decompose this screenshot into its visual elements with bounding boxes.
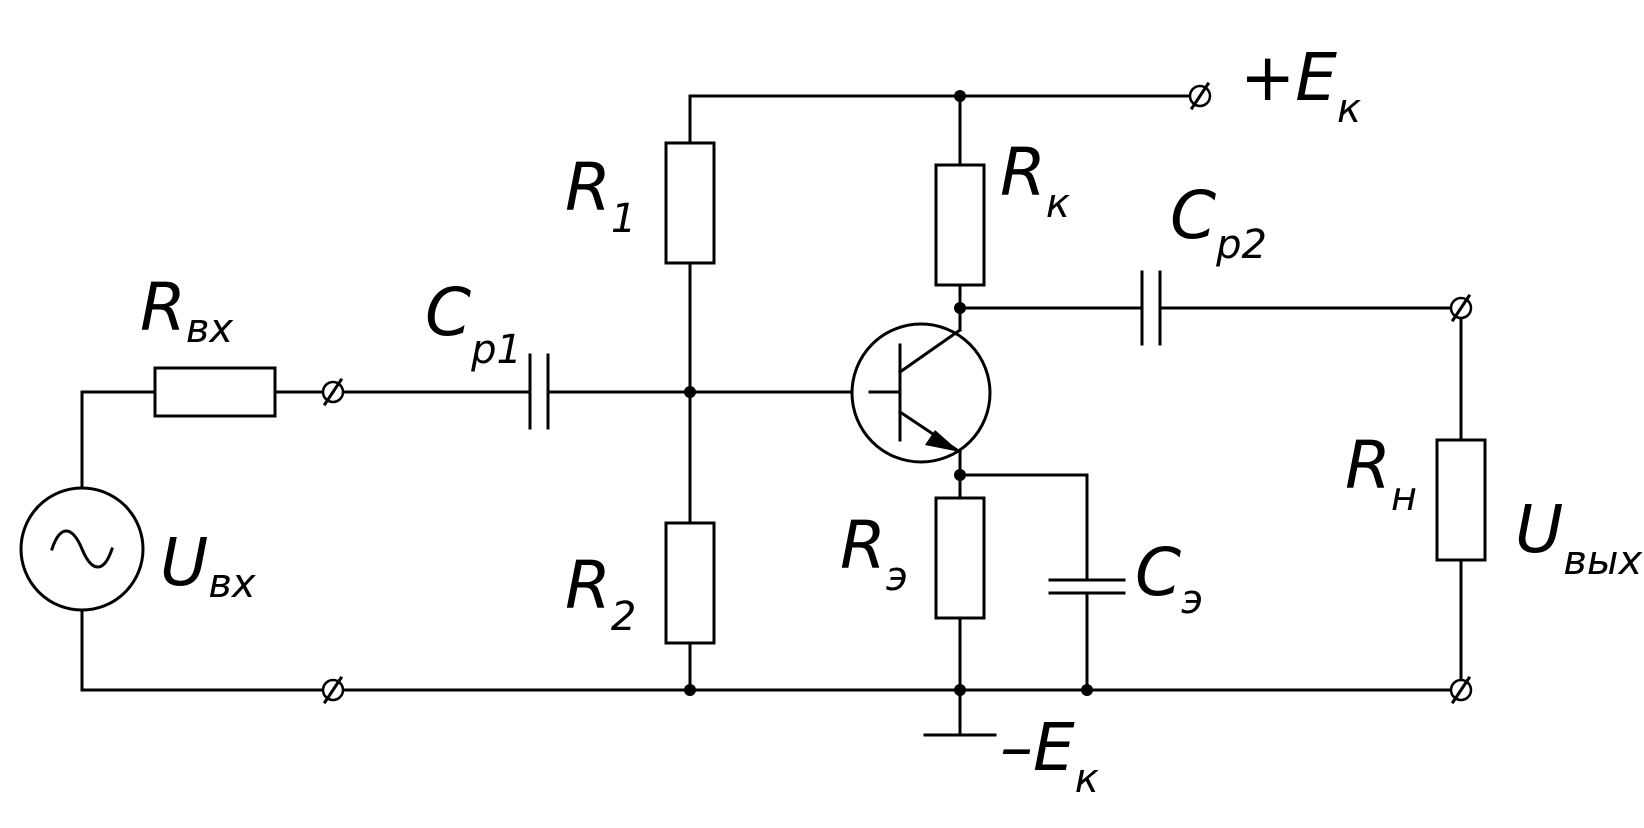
junction-dot (684, 386, 696, 398)
label-r1: R1 (565, 149, 636, 242)
capacitor-cp2 (1140, 270, 1162, 346)
resistor-re (934, 496, 986, 620)
label-u-in: Uвх (160, 524, 256, 607)
resistor-r1 (664, 141, 716, 265)
transistor-circle (850, 322, 992, 464)
label-rn: Rн (1345, 427, 1417, 520)
label-cp1: Cp1 (425, 274, 522, 373)
junctions (684, 90, 1093, 696)
ac-source (19, 486, 145, 612)
junction-dot (954, 302, 966, 314)
junction-dot (684, 684, 696, 696)
resistor-r2 (664, 521, 716, 645)
terminal-output-top (1449, 293, 1473, 323)
labels: Rвх Uвх Cp1 R1 R2 Rк Cp2 Rэ Cэ Rн Uвых (140, 39, 1642, 802)
label-e-plus: +Eк (1240, 39, 1361, 132)
source-top-wire (80, 390, 157, 490)
label-r-in: Rвх (140, 269, 233, 352)
label-e-minus: –Eк (1000, 709, 1099, 802)
label-r2: R2 (565, 547, 636, 640)
capacitor-ce (1048, 578, 1126, 595)
emitter-arrow-icon (925, 430, 960, 452)
transistor-collector-lead (897, 327, 963, 375)
terminal-supply (1188, 81, 1212, 111)
sine-wave-icon (50, 529, 114, 569)
label-u-out: Uвых (1515, 491, 1642, 584)
terminal-output-bottom (1449, 675, 1473, 705)
resistor-rk (934, 163, 986, 287)
transistor-npn (850, 322, 992, 464)
resistor-r-in (153, 366, 277, 418)
emitter-to-ce-wire (958, 473, 1089, 582)
label-cp2: Cp2 (1170, 177, 1267, 268)
label-rk: Rк (1000, 134, 1070, 227)
terminal-input-bottom (321, 675, 345, 705)
capacitor-cp1 (528, 353, 550, 430)
terminals (321, 81, 1473, 705)
resistor-rn (1435, 438, 1487, 562)
terminal-input-top (321, 377, 345, 407)
wires (80, 94, 1463, 737)
junction-dot (954, 90, 966, 102)
junction-dot (1081, 684, 1093, 696)
label-re: Rэ (840, 507, 908, 600)
junction-dot (954, 469, 966, 481)
junction-dot (954, 684, 966, 696)
label-ce: Cэ (1135, 534, 1203, 623)
